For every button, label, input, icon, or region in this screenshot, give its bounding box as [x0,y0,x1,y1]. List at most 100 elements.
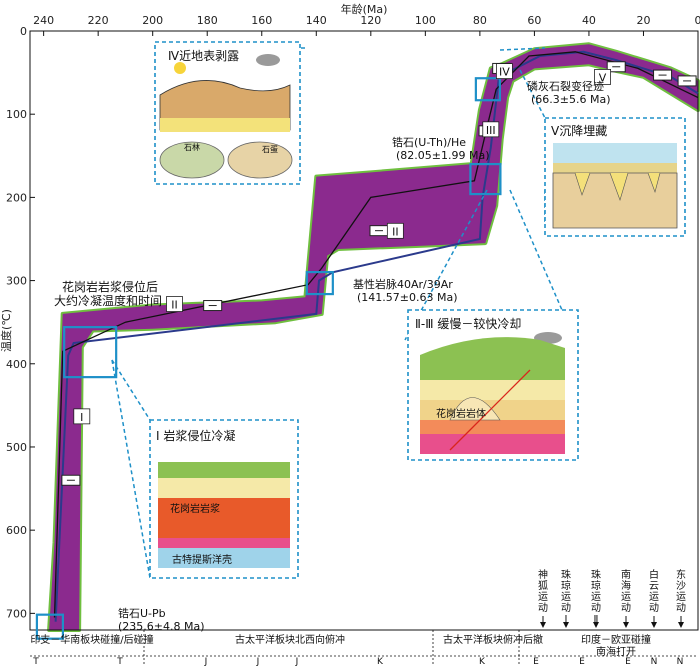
period-label: T [116,657,123,666]
sediment-layer [553,163,677,173]
y-tick-label: 300 [6,275,27,288]
period-label: N [677,657,684,666]
orogeny-arrowhead [593,622,599,628]
inset-sublabel: 花岗岩岩浆 [170,502,220,515]
orogeny-char: 沙 [676,580,686,592]
orogeny-char: 运 [649,591,659,603]
period-label: T [32,657,39,666]
callout-leader [499,47,546,51]
fault-line [449,369,531,451]
stage-label: IV [499,66,510,79]
stage-label-box [482,121,500,138]
orogeny-char: 海 [621,579,631,592]
annotation-line: 大约冷凝温度和时间 [54,293,162,308]
x-tick-label: 180 [197,14,218,27]
period-label: E [625,657,631,666]
constraint-value: (66.3±5.6 Ma) [531,93,611,106]
callout-leader [519,69,546,119]
tectonic-band: 印支－华南板块碰撞/后碰撞 [30,633,153,646]
tectonic-band: 印度－欧亚碰撞 [581,633,651,646]
orogeny-char: 运 [561,591,571,603]
stage-label: II [171,299,178,312]
inset-title-i: Ⅰ 岩浆侵位冷凝 [156,428,235,443]
stage-label-box [386,222,404,239]
y-tick-label: 0 [20,25,27,38]
constraint-value: (235.6±4.8 Ma) [118,620,205,633]
mantle-layer [420,434,565,454]
stage-label-box [594,69,611,85]
constraint-label: 基性岩脉40Ar/39Ar [353,277,453,291]
x-tick-label: 220 [88,14,109,27]
x-tick-label: 160 [251,14,272,27]
orogeny-char: 运 [621,591,631,603]
orogeny-char: 动 [649,602,659,614]
orogeny-char: 运 [538,591,548,603]
orogeny-arrowhead [563,622,569,628]
constraint-value: (82.05±1.99 Ma) [396,149,490,162]
constraint-box [305,270,334,296]
boulder-icon [227,141,293,179]
x-tick-label: 60 [527,14,541,27]
stage-label: II [392,225,399,238]
orogeny-char: 琼 [591,579,601,592]
sea-layer [553,143,677,163]
orogeny-arrowhead [651,622,657,628]
envelope-layer [47,42,700,632]
plot-border [29,30,699,631]
orogeny-char: Ⅱ [594,614,599,625]
orogeny-char: 云 [649,581,659,592]
orogeny-char: 白 [649,568,659,581]
period-label: E [579,657,585,666]
inset-layer: Ⅳ近地表剥露石林石蛋Ⅴ沉降埋藏Ⅱ-Ⅲ 缓慢－较快冷却花岗岩岩体Ⅰ 岩浆侵位冷凝花… [111,41,686,579]
orogeny-char: Ⅰ [565,614,568,625]
orogeny-char: 动 [538,602,548,614]
basin-fill [574,172,661,201]
stage-label-box [73,408,91,425]
x-tick-label: 20 [636,14,650,27]
stage-label-box [496,63,513,79]
period-label: E [533,657,539,666]
callout-leader [111,359,151,579]
landform-block [159,80,291,131]
oceanic-crust-layer [158,548,290,568]
surface-layer [420,337,565,380]
stone-forest-icon [159,141,225,179]
period-label: J [204,657,208,666]
inset-title-iv: Ⅳ近地表剥露 [168,49,239,63]
stage-label: I [80,411,83,424]
x-tick-label: 0 [695,14,700,27]
cloud-icon [256,54,280,66]
orogeny-char: 南 [621,568,631,581]
crust-layer-1 [420,380,565,400]
inset-sublabel: 古特提斯洋壳 [172,553,232,566]
granite-dome [449,397,501,421]
tectonic-timeline: 神狐运动珠琼运动Ⅰ珠琼运动Ⅱ南海运动白云运动东沙运动印支－华南板块碰撞/后碰撞古… [30,568,698,666]
inset-sublabel: 石林 [184,142,200,152]
constraint-value: (141.57±0.63 Ma) [357,291,458,304]
landform-layer [160,118,290,132]
annotation-line: 花岗岩岩浆侵位后 [62,279,158,294]
x-tick-label: 240 [33,14,54,27]
orogeny-arrowhead [623,622,629,628]
constraint-box [63,326,118,379]
tectonic-band: 南海打开 [596,645,636,658]
sun-icon [174,62,186,74]
x-tick-label: 100 [415,14,436,27]
x-axis-label: 年龄(Ma) [341,2,388,16]
stage-label-box [166,296,183,312]
annotation-layer: 锆石U-Pb(235.6±4.8 Ma)基性岩脉40Ar/39Ar(141.57… [54,79,611,633]
orogeny-char: 动 [621,602,631,614]
period-label: K [377,657,384,666]
orogeny-char: 珠 [561,568,571,581]
y-tick-label: 200 [6,191,27,204]
crust-layer-3 [420,420,565,434]
tectonic-band: 古太平洋板块北西向俯冲 [235,633,345,646]
surface-layer [158,462,290,478]
y-tick-label: 600 [6,524,27,537]
constraint-box [474,77,501,102]
orogeny-char: 珠 [591,568,601,581]
orogeny-char: 东 [676,568,686,581]
y-tick-label: 400 [6,358,27,371]
orogeny-char: 运 [676,591,686,603]
